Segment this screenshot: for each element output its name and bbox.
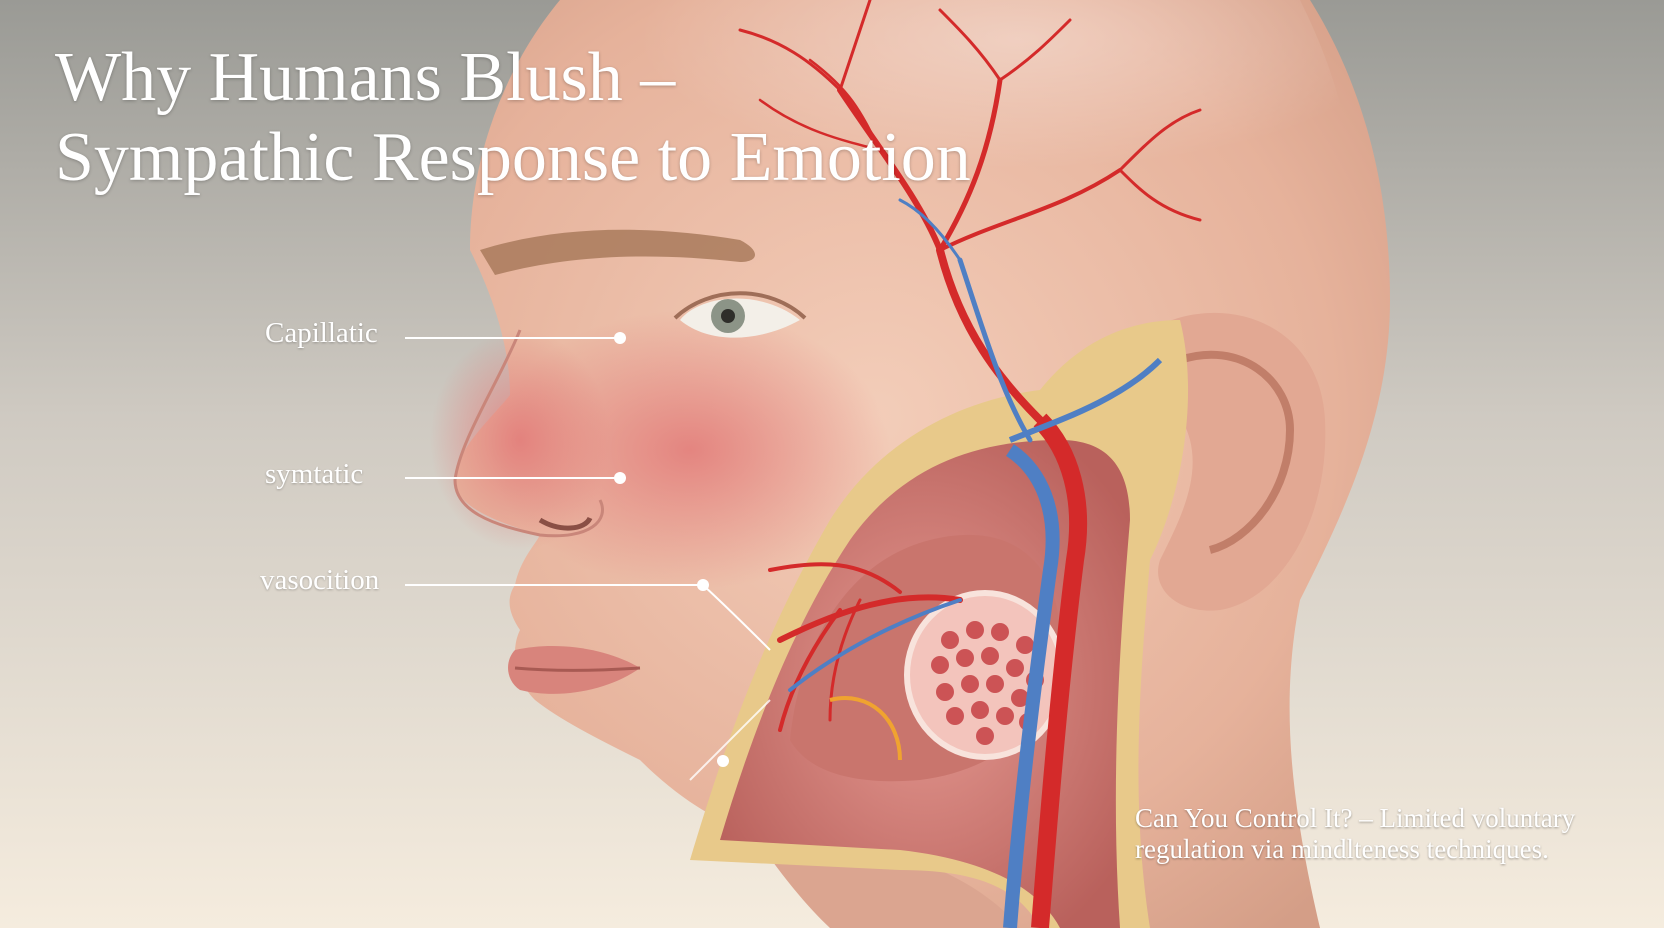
- nostril: [538, 516, 593, 531]
- eyelid: [673, 291, 807, 320]
- facial-veins: [788, 198, 1033, 692]
- caption-line-2: regulation via mindlteness techniques.: [1135, 834, 1549, 864]
- jugular-vein: [1003, 444, 1060, 928]
- caption-line-1: Can You Control It? – Limited voluntary: [1135, 803, 1576, 833]
- pupil: [721, 309, 735, 323]
- nerve: [829, 696, 902, 761]
- callout-dot-3: [697, 579, 709, 591]
- nose-blush: [430, 330, 610, 550]
- eyebrow: [480, 229, 755, 275]
- lip-line: [514, 666, 641, 672]
- callout-dot-1: [614, 332, 626, 344]
- caption: Can You Control It? – Limited voluntary …: [1135, 803, 1655, 865]
- callout-line-3b: [702, 584, 771, 651]
- facial-arteries: [738, 0, 1202, 732]
- title-line-1: Why Humans Blush –: [55, 39, 676, 116]
- callout-dot-4: [717, 755, 729, 767]
- ear-inner: [1178, 350, 1295, 554]
- callout-label-vasocition: vasocition: [260, 564, 380, 596]
- carotid-artery: [1031, 413, 1088, 928]
- nose: [453, 329, 604, 538]
- page-title: Why Humans Blush – Sympathic Response to…: [55, 38, 1035, 198]
- title-line-2: Sympathic Response to Emotion: [55, 119, 971, 196]
- callout-label-capillatic: Capillatic: [265, 317, 378, 349]
- callout-line-4: [689, 699, 771, 781]
- callout-label-symtatic: symtatic: [265, 458, 364, 490]
- callout-dots: [614, 332, 729, 767]
- callout-dot-2: [614, 472, 626, 484]
- callout-leaders: [405, 337, 771, 781]
- head-shine: [600, 0, 1360, 260]
